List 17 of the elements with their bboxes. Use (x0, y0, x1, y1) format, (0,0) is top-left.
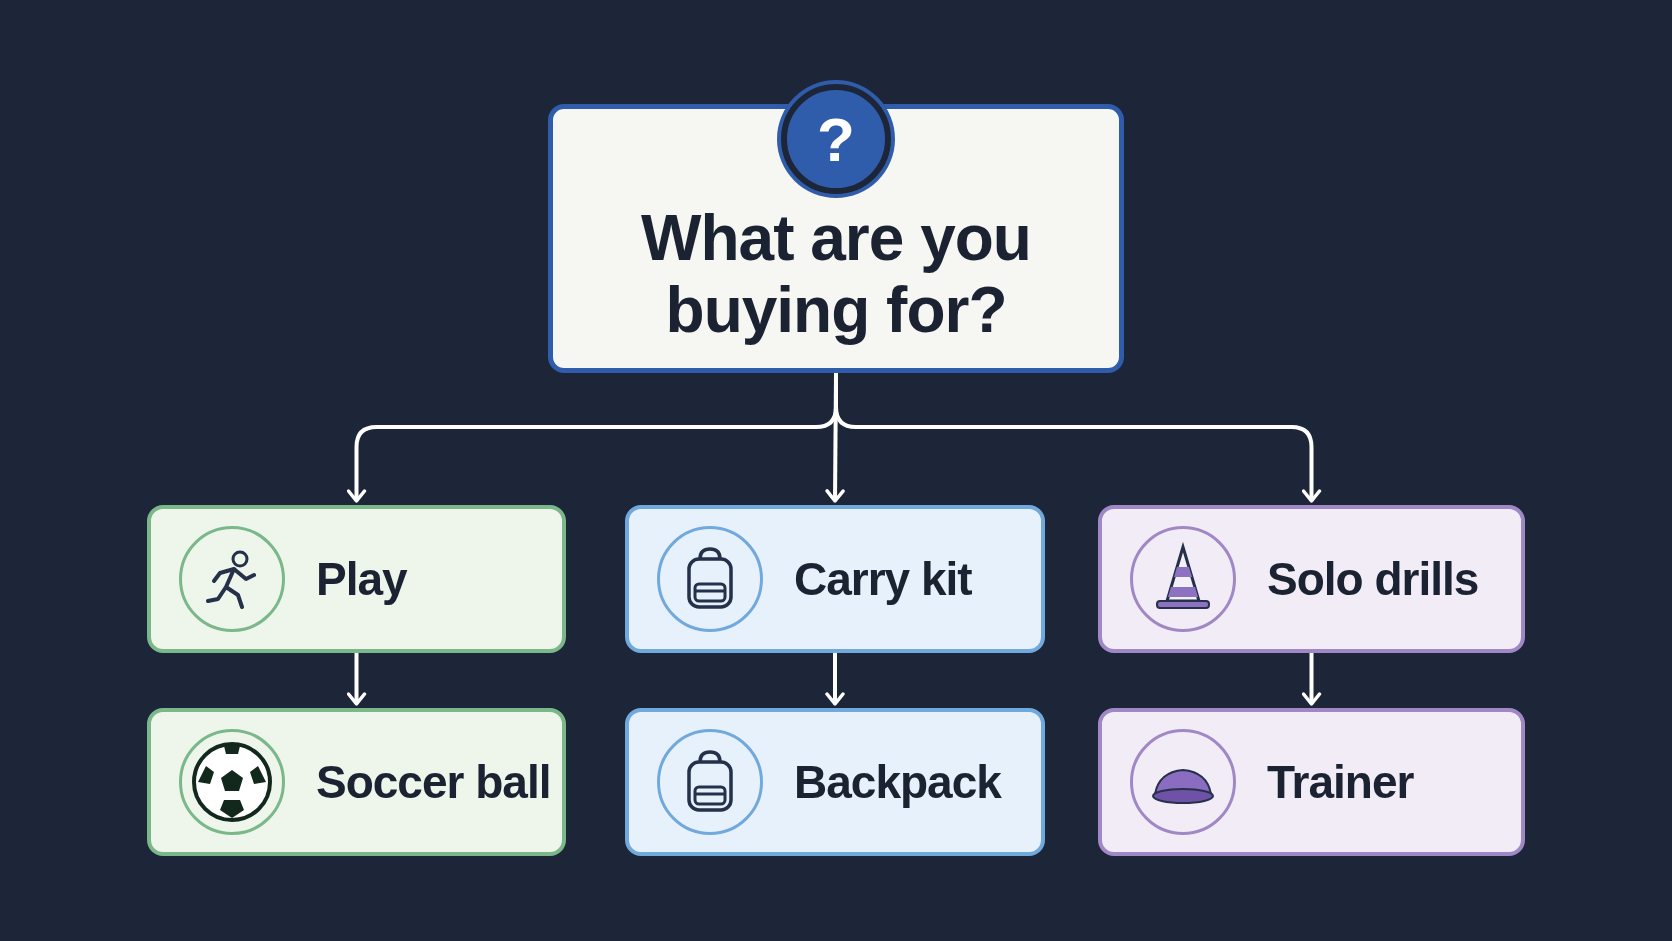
arrow (825, 653, 845, 706)
option-label: Play (316, 552, 407, 606)
option-label: Trainer (1267, 755, 1414, 809)
option-box (1098, 505, 1525, 653)
question-box (548, 104, 1124, 373)
option-box (625, 505, 1045, 653)
arrow (346, 653, 367, 706)
option-label: Carry kit (794, 552, 972, 606)
option-box (625, 708, 1045, 856)
arrow (1301, 653, 1322, 706)
option-label: Solo drills (1267, 552, 1479, 606)
option-box (1098, 708, 1525, 856)
question-text: What are you buying for? (640, 201, 1032, 346)
option-box (147, 708, 566, 856)
option-box (147, 505, 566, 653)
option-label: Backpack (794, 755, 1001, 809)
option-label: Soccer ball (316, 755, 551, 809)
